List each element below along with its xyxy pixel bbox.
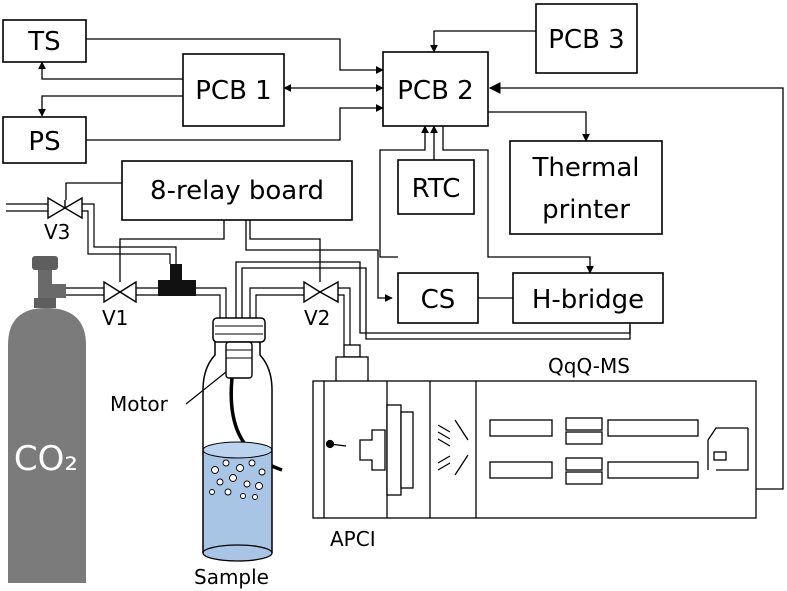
label-v2: V2: [304, 306, 330, 330]
label-v1: V1: [102, 306, 128, 330]
box-pcb2: [382, 51, 489, 127]
label-cs: CS: [421, 285, 456, 315]
box-thermal: [509, 140, 663, 235]
label-thermal-1: Thermal: [531, 153, 639, 183]
wire-cs-pcb2: [379, 125, 429, 258]
co2-cylinder: [8, 256, 86, 583]
label-pcb2: PCB 2: [397, 76, 473, 106]
wire-ts-pcb2: [86, 38, 384, 74]
wire-ps-pcb2: [86, 104, 384, 141]
label-sample: Sample: [194, 565, 269, 589]
label-thermal-2: printer: [542, 195, 630, 225]
wire-pcb3-pcb2: [430, 30, 536, 53]
wire-relay-cs: [245, 220, 393, 302]
wire-pcb1-ts: [38, 61, 183, 80]
wire-hbridge-motor-2: [241, 267, 631, 340]
valve-v2[interactable]: [303, 280, 339, 304]
label-co2: CO₂: [14, 439, 78, 479]
wire-ms-pcb2: [488, 82, 784, 490]
box-pcb1: [182, 53, 285, 127]
box-relay: [121, 160, 353, 221]
signal-wires: [38, 30, 784, 490]
sample-vial: [202, 317, 273, 562]
wire-relay-v3: [65, 182, 122, 200]
label-pcb1: PCB 1: [195, 76, 271, 106]
box-hbridge: [512, 272, 664, 324]
label-relay: 8-relay board: [150, 176, 324, 206]
valve-v1[interactable]: [103, 280, 137, 304]
wire-pcb2-hbridge: [442, 126, 594, 274]
gas-tubing: [6, 203, 351, 472]
box-ts: [2, 19, 87, 63]
valve-v3[interactable]: [47, 196, 83, 220]
box-rtc: [397, 159, 475, 215]
box-ps: [2, 116, 87, 164]
wire-relay-v1: [119, 220, 225, 282]
label-qqq: QqQ-MS: [548, 354, 630, 378]
label-motor: Motor: [110, 392, 169, 416]
wire-relay-v2: [249, 220, 321, 282]
motor-pointer: [185, 371, 227, 405]
boxes: [2, 3, 664, 324]
wire-pcb1-ps: [38, 95, 183, 117]
wire-pcb2-printer: [488, 111, 590, 142]
label-ts: TS: [27, 27, 60, 57]
label-apci: APCI: [330, 527, 376, 551]
label-v3: V3: [44, 220, 70, 244]
label-pcb3: PCB 3: [548, 25, 624, 55]
box-pcb3: [535, 3, 638, 74]
label-rtc: RTC: [412, 174, 461, 204]
mass-spectrometer: [312, 344, 757, 519]
small-labels: V3 V1 V2 Motor Sample APCI QqQ-MS: [44, 220, 630, 589]
labels: TS PS PCB 1 PCB 2 PCB 3 8-relay board RT…: [27, 25, 644, 315]
box-cs: [397, 272, 479, 324]
label-hbridge: H-bridge: [532, 285, 644, 315]
label-ps: PS: [28, 127, 60, 157]
tee-fitting: [158, 264, 196, 296]
